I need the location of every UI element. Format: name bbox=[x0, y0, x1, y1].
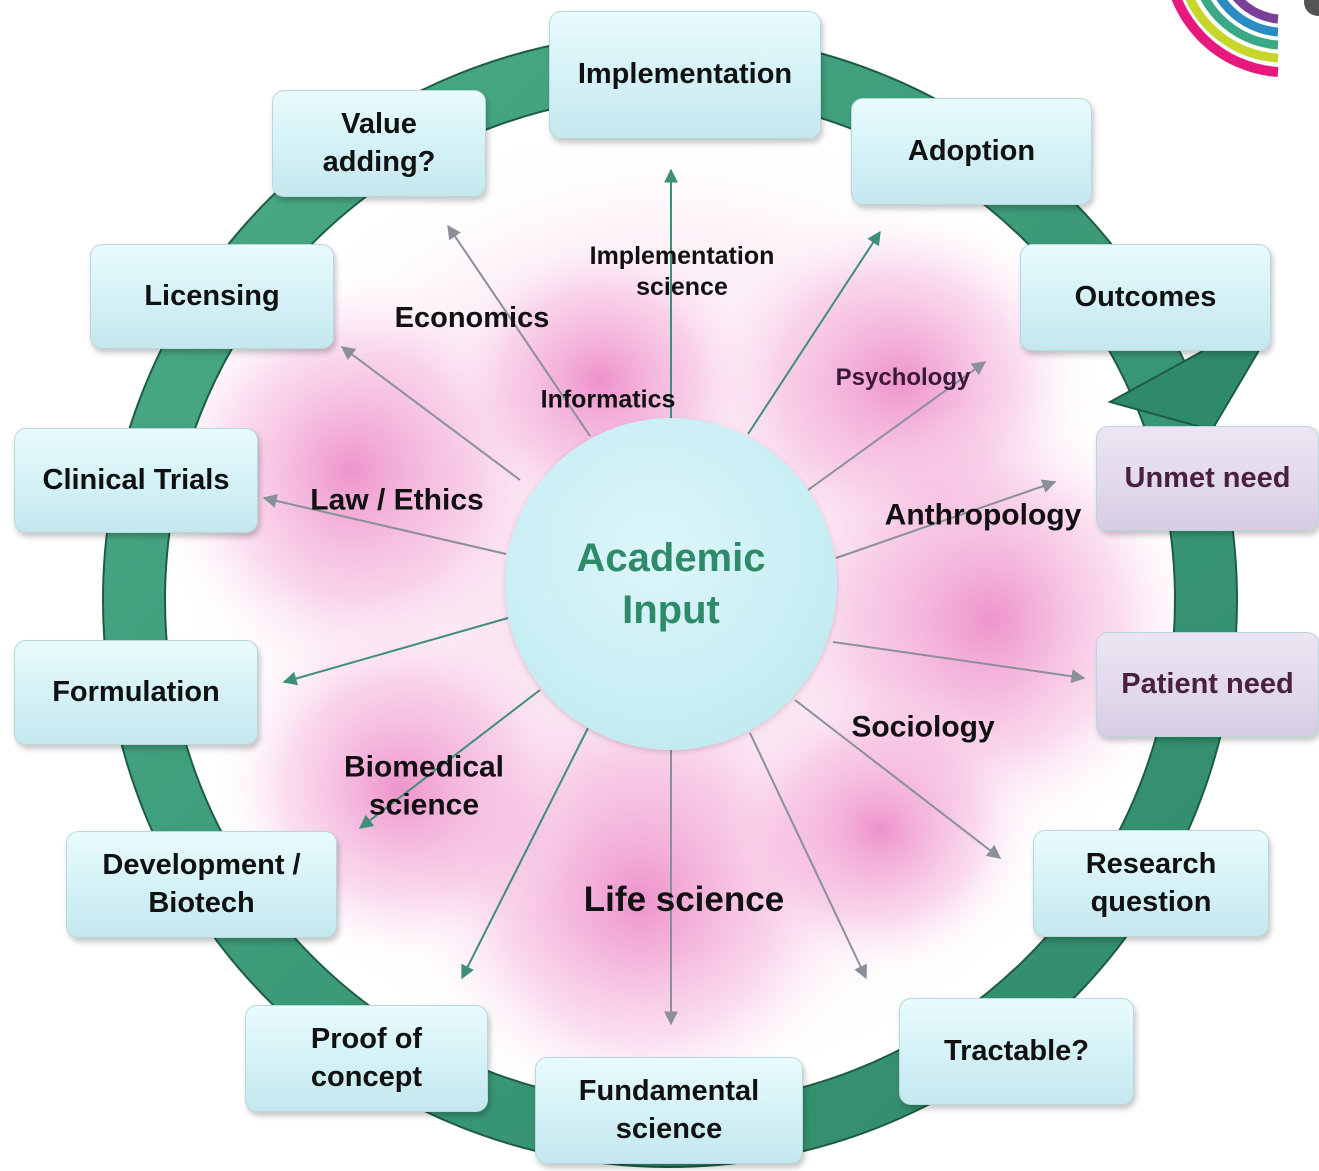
box-patient-need: Patient need bbox=[1096, 632, 1319, 737]
label-psychology: Psychology bbox=[835, 364, 971, 391]
box-clinical-trials: Clinical Trials bbox=[14, 428, 258, 533]
box-value-adding: Value adding? bbox=[272, 90, 486, 197]
box-development-biotech: Development / Biotech bbox=[66, 831, 337, 938]
label-biomedical-science: Biomedical science bbox=[343, 750, 505, 822]
label-sociology: Sociology bbox=[851, 710, 995, 744]
academic-input-circle: Academic Input bbox=[505, 418, 837, 750]
label-economics: Economics bbox=[394, 301, 550, 334]
box-proof-of-concept: Proof of concept bbox=[245, 1005, 488, 1112]
discipline-arrows bbox=[262, 168, 1086, 1026]
label-life-science: Life science bbox=[583, 880, 785, 920]
box-adoption: Adoption bbox=[851, 98, 1092, 205]
box-research-question: Research question bbox=[1033, 830, 1269, 937]
box-licensing: Licensing bbox=[90, 244, 334, 349]
box-fundamental-science: Fundamental science bbox=[535, 1057, 803, 1164]
label-anthropology: Anthropology bbox=[884, 498, 1082, 532]
pink-cloud-background bbox=[140, 100, 1210, 1130]
box-outcomes: Outcomes bbox=[1020, 244, 1271, 351]
box-formulation: Formulation bbox=[14, 640, 258, 745]
concentric-arcs-logo bbox=[1171, 0, 1319, 77]
label-informatics: Informatics bbox=[540, 385, 676, 414]
label-law-ethics: Law / Ethics bbox=[310, 483, 484, 517]
label-implementation-science: Implementation science bbox=[589, 241, 775, 301]
center-title-line1: Academic bbox=[576, 536, 766, 580]
center-title-line2: Input bbox=[622, 588, 720, 632]
box-tractable: Tractable? bbox=[899, 998, 1134, 1105]
box-unmet-need: Unmet need bbox=[1096, 426, 1319, 531]
box-implementation: Implementation bbox=[549, 11, 821, 139]
